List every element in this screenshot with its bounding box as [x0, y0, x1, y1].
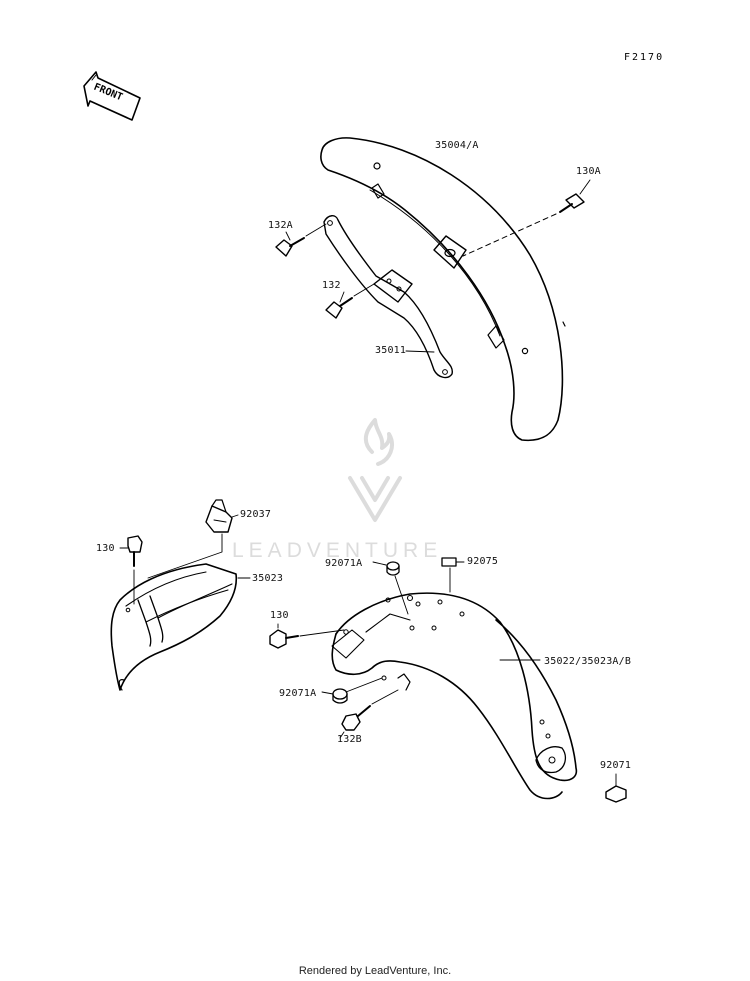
label-132a: 132A [268, 220, 293, 231]
label-130a: 130A [576, 166, 601, 177]
label-92071a-mid: 92071A [279, 688, 317, 699]
bolt-130-rear [269, 623, 345, 649]
bolt-130-left [119, 535, 143, 605]
label-132b: 132B [337, 734, 362, 745]
front-fender [320, 137, 566, 442]
grommet-92071 [605, 773, 627, 803]
bolt-132b [339, 689, 399, 739]
fender-trim-35023 [110, 563, 238, 691]
bolt-132 [325, 283, 375, 319]
label-130-rear: 130 [270, 610, 289, 621]
label-92037: 92037 [240, 509, 272, 520]
label-132: 132 [322, 280, 341, 291]
label-92071a-top: 92071A [325, 558, 363, 569]
footer-credit: Rendered by LeadVenture, Inc. [298, 965, 452, 977]
grommet-92071a-mid [321, 677, 383, 704]
front-arrow-icon [83, 71, 141, 121]
label-35022: 35022/35023A/B [544, 656, 632, 667]
bolt-130a-leader-dashed [462, 213, 557, 257]
label-92075: 92075 [467, 556, 499, 567]
label-35004: 35004/A [435, 140, 479, 151]
grommet-92071a-top [372, 561, 409, 615]
label-130-left: 130 [96, 543, 115, 554]
stay-leader [405, 350, 435, 353]
clip-92037 [147, 499, 239, 579]
bolt-130a [559, 179, 591, 213]
label-35023: 35023 [252, 573, 284, 584]
bolt-132a [275, 223, 327, 257]
watermark-text: LEADVENTURE [232, 539, 443, 562]
plug-92075 [441, 557, 465, 593]
label-35011: 35011 [375, 345, 407, 356]
figure-code: F2170 [624, 52, 665, 63]
leadventure-logo-icon [348, 418, 402, 522]
label-92071: 92071 [600, 760, 632, 771]
rear-fender [331, 592, 578, 800]
fender-stay [323, 215, 454, 379]
